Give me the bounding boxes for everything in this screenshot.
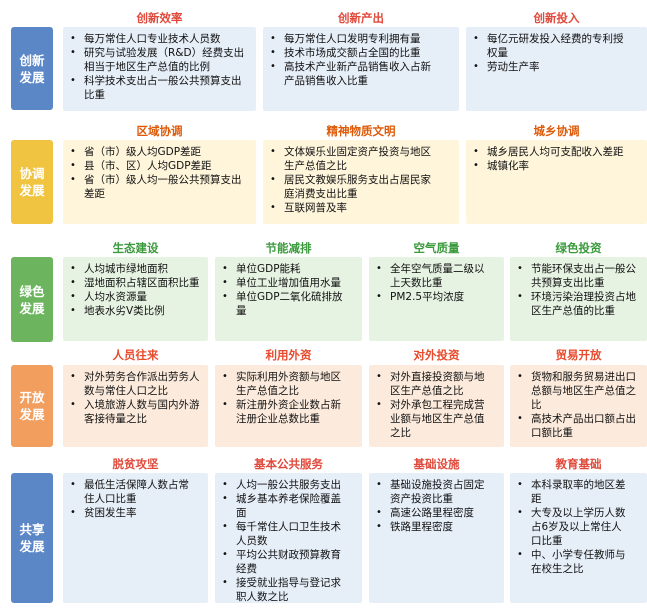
dimension-label-text: 共享发展 bbox=[19, 522, 45, 554]
indicator-item: 劳动生产率 bbox=[470, 60, 630, 74]
indicator-item: 地表水劣Ⅴ类比例 bbox=[67, 304, 205, 318]
indicator-item: 每万常住人口发明专利拥有量 bbox=[267, 32, 437, 46]
indicator-list: 文体娱乐业固定资产投资与地区生产总值之比居民文教娱乐服务支出占居民家庭消费支出比… bbox=[267, 145, 437, 215]
indicator-item: 中、小学专任教师与在校生之比 bbox=[514, 548, 632, 576]
indicator-list: 人均城市绿地面积湿地面积占辖区面积比重人均水资源量地表水劣Ⅴ类比例 bbox=[67, 262, 205, 318]
indicator-item: 高技术产业新产品销售收入占新产品销售收入比重 bbox=[267, 60, 437, 88]
dimension-label: 协调发展 bbox=[11, 140, 53, 224]
group-title: 创新投入 bbox=[533, 11, 580, 25]
indicator-item: 互联网普及率 bbox=[267, 201, 437, 215]
indicator-list: 每万常住人口专业技术人员数研究与试验发展（R&D）经费支出相当于地区生产总值的比… bbox=[67, 32, 245, 102]
indicator-item: 对外劳务合作派出劳务人数与常住人口之比 bbox=[67, 370, 205, 398]
indicator-item: 技术市场成交额占全国的比重 bbox=[267, 46, 437, 60]
indicator-item: 单位GDP二氧化硫排放量 bbox=[219, 290, 351, 318]
group-title: 区域协调 bbox=[136, 124, 183, 138]
group-title: 脱贫攻坚 bbox=[112, 457, 159, 471]
indicator-item: 实际利用外资额与地区生产总值之比 bbox=[219, 370, 351, 398]
group-title: 教育基础 bbox=[555, 457, 602, 471]
indicator-list: 单位GDP能耗单位工业增加值用水量单位GDP二氧化硫排放量 bbox=[219, 262, 351, 318]
indicator-item: 每千常住人口卫生技术人员数 bbox=[219, 520, 351, 548]
indicator-list: 对外劳务合作派出劳务人数与常住人口之比入境旅游人数与国内外游客接待量之比 bbox=[67, 370, 205, 426]
dimension-label: 绿色发展 bbox=[11, 257, 53, 342]
indicator-item: 入境旅游人数与国内外游客接待量之比 bbox=[67, 398, 205, 426]
indicator-item: 最低生活保障人数占常住人口比重 bbox=[67, 478, 192, 506]
indicator-item: 接受就业指导与登记求职人数之比 bbox=[219, 576, 351, 604]
group-title: 人员往来 bbox=[112, 348, 159, 362]
group-title: 对外投资 bbox=[413, 348, 460, 362]
indicator-item: 人均城市绿地面积 bbox=[67, 262, 205, 276]
indicator-list: 最低生活保障人数占常住人口比重贫困发生率 bbox=[67, 478, 192, 520]
indicator-list: 实际利用外资额与地区生产总值之比新注册外资企业数占新注册企业总数比重 bbox=[219, 370, 351, 426]
indicator-item: 高速公路里程密度 bbox=[373, 506, 493, 520]
indicator-list: 基础设施投资占固定资产投资比重高速公路里程密度铁路里程密度 bbox=[373, 478, 493, 534]
group-title: 绿色投资 bbox=[555, 241, 602, 255]
indicator-list: 每万常住人口发明专利拥有量技术市场成交额占全国的比重高技术产业新产品销售收入占新… bbox=[267, 32, 437, 88]
indicator-item: 城镇化率 bbox=[470, 159, 630, 173]
indicator-item: 文体娱乐业固定资产投资与地区生产总值之比 bbox=[267, 145, 437, 173]
indicator-list: 全年空气质量二级以上天数比重PM2.5平均浓度 bbox=[373, 262, 493, 304]
group-title: 贸易开放 bbox=[555, 348, 602, 362]
indicator-list: 省（市）级人均GDP差距县（市、区）人均GDP差距省（市）级人均一般公共预算支出… bbox=[67, 145, 245, 201]
group-title: 基础设施 bbox=[413, 457, 460, 471]
indicator-item: 环境污染治理投资占地区生产总值的比重 bbox=[514, 290, 636, 318]
indicator-item: 每亿元研发投入经费的专利授权量 bbox=[470, 32, 630, 60]
indicator-item: 省（市）级人均GDP差距 bbox=[67, 145, 245, 159]
dimension-label-text: 开放发展 bbox=[19, 390, 45, 422]
indicator-item: 节能环保支出占一般公共预算支出比重 bbox=[514, 262, 636, 290]
indicator-item: 科学技术支出占一般公共预算支出比重 bbox=[67, 74, 245, 102]
indicator-item: 货物和服务贸易进出口总额与地区生产总值之比 bbox=[514, 370, 636, 412]
indicator-item: 人均水资源量 bbox=[67, 290, 205, 304]
indicator-item: 全年空气质量二级以上天数比重 bbox=[373, 262, 493, 290]
indicator-item: 高技术产品出口额占出口额比重 bbox=[514, 412, 636, 440]
group-title: 创新效率 bbox=[136, 11, 183, 25]
group-title: 精神物质文明 bbox=[326, 124, 396, 138]
indicator-item: 基础设施投资占固定资产投资比重 bbox=[373, 478, 493, 506]
indicator-item: 居民文教娱乐服务支出占居民家庭消费支出比重 bbox=[267, 173, 437, 201]
indicator-item: 每万常住人口专业技术人员数 bbox=[67, 32, 245, 46]
indicator-item: PM2.5平均浓度 bbox=[373, 290, 493, 304]
dimension-label-text: 绿色发展 bbox=[19, 283, 45, 316]
indicator-item: 单位工业增加值用水量 bbox=[219, 276, 351, 290]
indicator-item: 平均公共财政预算教育经费 bbox=[219, 548, 351, 576]
indicator-list: 节能环保支出占一般公共预算支出比重环境污染治理投资占地区生产总值的比重 bbox=[514, 262, 636, 318]
indicator-item: 对外承包工程完成营业额与地区生产总值之比 bbox=[373, 398, 493, 440]
group-title: 基本公共服务 bbox=[254, 457, 323, 471]
indicator-item: 新注册外资企业数占新注册企业总数比重 bbox=[219, 398, 351, 426]
indicator-list: 城乡居民人均可支配收入差距城镇化率 bbox=[470, 145, 630, 173]
dimension-label: 创新发展 bbox=[11, 27, 53, 110]
indicator-item: 湿地面积占辖区面积比重 bbox=[67, 276, 205, 290]
indicator-item: 铁路里程密度 bbox=[373, 520, 493, 534]
indicator-item: 单位GDP能耗 bbox=[219, 262, 351, 276]
dimension-label: 共享发展 bbox=[11, 473, 53, 603]
indicator-item: 人均一般公共服务支出 bbox=[219, 478, 351, 492]
indicator-item: 本科录取率的地区差距 bbox=[514, 478, 632, 506]
dimension-label: 开放发展 bbox=[11, 365, 53, 447]
indicator-list: 每亿元研发投入经费的专利授权量劳动生产率 bbox=[470, 32, 630, 74]
group-title: 节能减排 bbox=[265, 241, 312, 255]
group-title: 空气质量 bbox=[413, 241, 460, 255]
group-title: 城乡协调 bbox=[533, 124, 580, 138]
indicator-item: 城乡居民人均可支配收入差距 bbox=[470, 145, 630, 159]
indicator-item: 县（市、区）人均GDP差距 bbox=[67, 159, 245, 173]
dimension-label-text: 协调发展 bbox=[19, 166, 45, 198]
indicator-list: 人均一般公共服务支出城乡基本养老保险覆盖面每千常住人口卫生技术人员数平均公共财政… bbox=[219, 478, 351, 604]
indicator-list: 对外直接投资额与地区生产总值之比对外承包工程完成营业额与地区生产总值之比 bbox=[373, 370, 493, 440]
indicator-item: 大专及以上学历人数占6岁及以上常住人口比重 bbox=[514, 506, 632, 548]
indicator-item: 城乡基本养老保险覆盖面 bbox=[219, 492, 351, 520]
group-title: 利用外资 bbox=[265, 348, 312, 362]
dimension-label-text: 创新发展 bbox=[19, 52, 45, 85]
indicator-item: 省（市）级人均一般公共预算支出差距 bbox=[67, 173, 245, 201]
indicator-item: 贫困发生率 bbox=[67, 506, 192, 520]
indicator-item: 对外直接投资额与地区生产总值之比 bbox=[373, 370, 493, 398]
indicator-list: 货物和服务贸易进出口总额与地区生产总值之比高技术产品出口额占出口额比重 bbox=[514, 370, 636, 440]
indicator-item: 研究与试验发展（R&D）经费支出相当于地区生产总值的比例 bbox=[67, 46, 245, 74]
group-title: 生态建设 bbox=[112, 241, 159, 255]
indicator-list: 本科录取率的地区差距大专及以上学历人数占6岁及以上常住人口比重中、小学专任教师与… bbox=[514, 478, 632, 576]
group-title: 创新产出 bbox=[338, 11, 384, 25]
